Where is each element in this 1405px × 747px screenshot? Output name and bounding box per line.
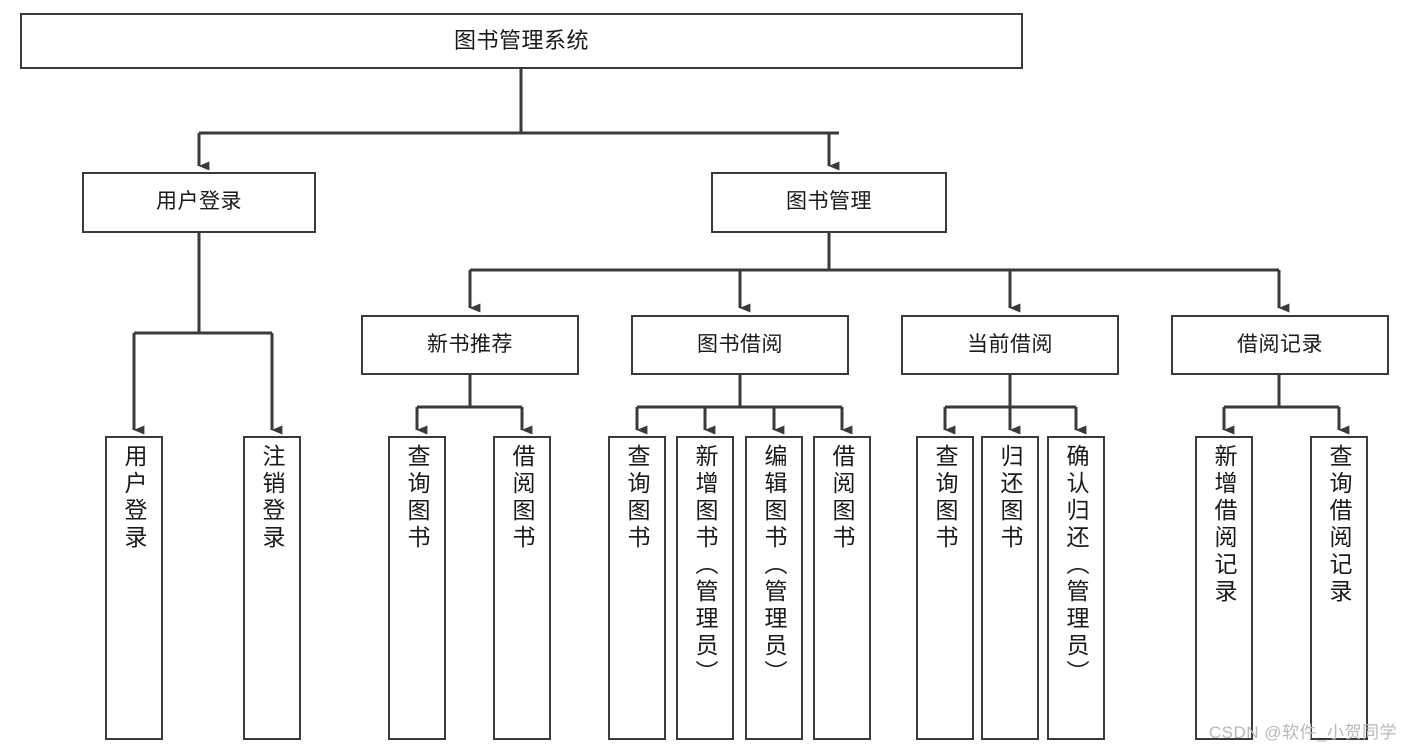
leaf-new-book-borrow-book[interactable]: 借阅图书 [493, 436, 551, 740]
leaf-current-query-book[interactable]: 查询图书 [916, 436, 974, 740]
node-label: 新增借阅记录 [1211, 444, 1238, 606]
node-label: 图书管理系统 [453, 28, 589, 54]
node-label: 确认归还（管理员） [1063, 444, 1090, 687]
leaf-borrow-edit-book-admin[interactable]: 编辑图书（管理员） [745, 436, 803, 740]
node-label: 图书借阅 [697, 332, 783, 356]
node-book-borrow[interactable]: 图书借阅 [631, 315, 849, 375]
node-label: 查询图书 [932, 444, 959, 552]
leaf-borrow-add-book-admin[interactable]: 新增图书（管理员） [676, 436, 734, 740]
node-book-management[interactable]: 图书管理 [711, 172, 947, 233]
node-label: 用户登录 [121, 444, 148, 552]
node-label: 编辑图书（管理员） [761, 444, 788, 687]
leaf-borrow-query-book[interactable]: 查询图书 [608, 436, 666, 740]
leaf-user-login[interactable]: 用户登录 [105, 436, 163, 740]
node-current-borrow[interactable]: 当前借阅 [901, 315, 1119, 375]
watermark: CSDN @软件_小贺同学 [1208, 723, 1397, 742]
node-label: 查询图书 [624, 444, 651, 552]
node-label: 借阅记录 [1237, 332, 1323, 356]
node-label: 借阅图书 [509, 444, 536, 552]
leaf-current-confirm-return-admin[interactable]: 确认归还（管理员） [1047, 436, 1105, 740]
leaf-borrow-borrow-book[interactable]: 借阅图书 [813, 436, 871, 740]
node-label: 借阅图书 [829, 444, 856, 552]
node-user-login[interactable]: 用户登录 [82, 172, 316, 233]
node-borrow-records[interactable]: 借阅记录 [1171, 315, 1389, 375]
node-label: 图书管理 [786, 190, 872, 214]
leaf-records-query-record[interactable]: 查询借阅记录 [1310, 436, 1368, 740]
node-label: 新书推荐 [427, 332, 513, 356]
node-label: 归还图书 [997, 444, 1024, 552]
leaf-new-book-query-book[interactable]: 查询图书 [388, 436, 446, 740]
node-label: 查询图书 [404, 444, 431, 552]
node-label: 当前借阅 [967, 332, 1053, 356]
leaf-logout[interactable]: 注销登录 [243, 436, 301, 740]
node-label: 新增图书（管理员） [692, 444, 719, 687]
leaf-current-return-book[interactable]: 归还图书 [981, 436, 1039, 740]
node-new-book-recommend[interactable]: 新书推荐 [361, 315, 579, 375]
node-label: 用户登录 [156, 190, 242, 214]
leaf-records-add-record[interactable]: 新增借阅记录 [1195, 436, 1253, 740]
node-label: 查询借阅记录 [1326, 444, 1353, 606]
node-root-system[interactable]: 图书管理系统 [20, 13, 1023, 69]
node-label: 注销登录 [259, 444, 286, 552]
